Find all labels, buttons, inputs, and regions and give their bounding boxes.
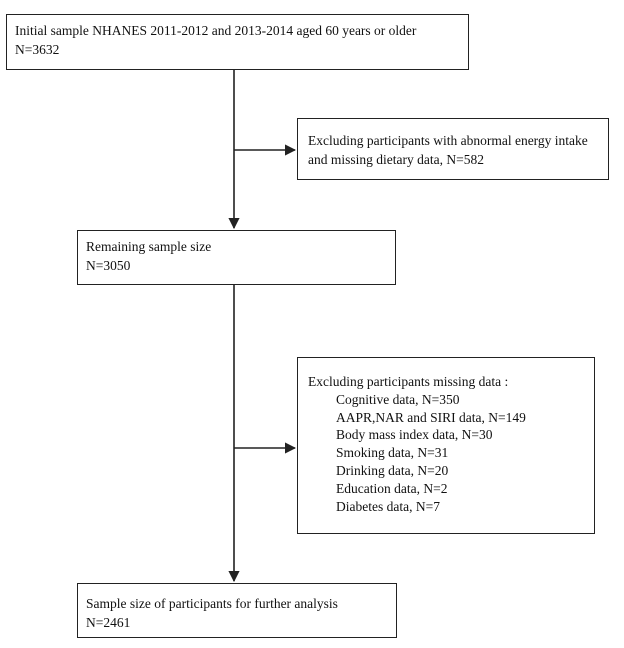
exclusion-item-education: Education data, N=2 (336, 480, 448, 496)
exclusion-item-diabetes: Diabetes data, N=7 (336, 498, 440, 514)
exclusion-item-aapr-nar-siri: AAPR,NAR and SIRI data, N=149 (336, 409, 526, 425)
exclusion-dietary-text-1: Excluding participants with abnormal ene… (308, 133, 588, 148)
final-sample-text: Sample size of participants for further … (86, 596, 338, 611)
remaining-sample-text: Remaining sample size (86, 239, 212, 254)
remaining-sample-box: Remaining sample size N=3050 (77, 230, 396, 285)
exclusion-item-bmi: Body mass index data, N=30 (336, 427, 493, 443)
exclusion-item-cognitive: Cognitive data, N=350 (336, 391, 460, 407)
initial-sample-text: Initial sample NHANES 2011-2012 and 2013… (15, 23, 417, 38)
exclusion-item-drinking: Drinking data, N=20 (336, 462, 449, 478)
exclusion-dietary-text-2: and missing dietary data, N=582 (308, 152, 484, 167)
final-sample-box: Sample size of participants for further … (77, 583, 397, 638)
exclusion-missing-heading: Excluding participants missing data : (308, 374, 509, 389)
exclusion-item-smoking: Smoking data, N=31 (336, 445, 449, 461)
exclusion-box-missing-data: Excluding participants missing data : Co… (297, 357, 595, 534)
exclusion-box-dietary: Excluding participants with abnormal ene… (297, 118, 609, 180)
final-sample-count: N=2461 (86, 615, 131, 630)
initial-sample-box: Initial sample NHANES 2011-2012 and 2013… (6, 14, 469, 70)
initial-sample-count: N=3632 (15, 42, 60, 57)
remaining-sample-count: N=3050 (86, 258, 131, 273)
